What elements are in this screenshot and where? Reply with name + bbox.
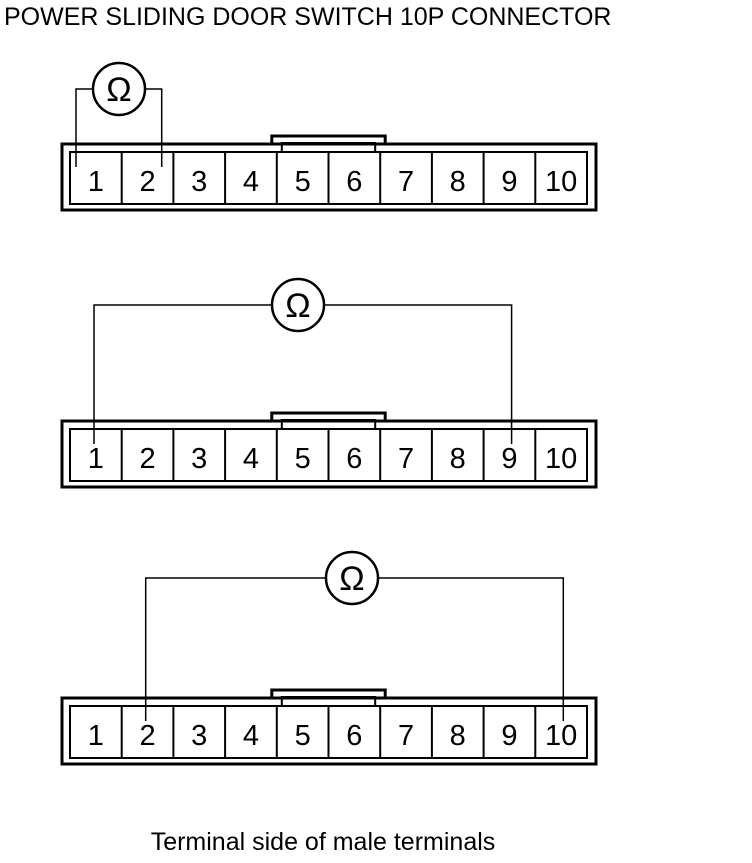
- terminal-10: 10: [545, 443, 577, 475]
- ohmmeter-circle: [324, 550, 380, 606]
- locking-tab: [270, 411, 387, 422]
- terminal-6: 6: [346, 166, 362, 198]
- ohmmeter-circle: [270, 277, 326, 333]
- terminal-2: 2: [139, 443, 155, 475]
- terminal-4: 4: [243, 720, 259, 752]
- terminal-6: 6: [346, 720, 362, 752]
- terminal-1: 1: [88, 720, 104, 752]
- probe-wire-from-terminal-1: [75, 88, 93, 167]
- probe-wire-to-terminal-2: [145, 88, 163, 167]
- probe-wire-to-terminal-9: [324, 304, 513, 444]
- terminal-7: 7: [398, 443, 414, 475]
- continuity-test-1: 1 2 3 4 5 6 7 8 9 10 Ω: [60, 61, 598, 212]
- diagram-caption: Terminal side of male terminals: [151, 828, 496, 856]
- probe-wire-to-terminal-10: [378, 577, 565, 721]
- ohmmeter-circle: [91, 61, 147, 117]
- terminal-2: 2: [139, 720, 155, 752]
- diagram-title: POWER SLIDING DOOR SWITCH 10P CONNECTOR: [4, 3, 611, 31]
- ohmmeter: Ω: [91, 61, 147, 117]
- terminal-4: 4: [243, 443, 259, 475]
- terminal-1: 1: [88, 166, 104, 198]
- terminal-3: 3: [191, 443, 207, 475]
- ohm-symbol: Ω: [106, 71, 131, 109]
- continuity-test-2: 1 2 3 4 5 6 7 8 9 10 Ω: [60, 277, 598, 489]
- ohmmeter: Ω: [324, 550, 380, 606]
- terminal-9: 9: [501, 720, 517, 752]
- terminal-7: 7: [398, 166, 414, 198]
- terminal-2: 2: [139, 166, 155, 198]
- terminal-9: 9: [501, 443, 517, 475]
- terminal-8: 8: [450, 166, 466, 198]
- terminal-8: 8: [450, 443, 466, 475]
- probe-wire-from-terminal-2: [144, 577, 326, 721]
- connector-housing: 1 2 3 4 5 6 7 8 9 10: [60, 688, 598, 766]
- terminal-3: 3: [191, 720, 207, 752]
- terminal-9: 9: [501, 166, 517, 198]
- terminal-10: 10: [545, 166, 577, 198]
- locking-tab: [270, 134, 387, 145]
- terminal-10: 10: [545, 720, 577, 752]
- terminal-5: 5: [295, 720, 311, 752]
- probe-wire-from-terminal-1: [93, 304, 272, 444]
- continuity-test-3: 1 2 3 4 5 6 7 8 9 10 Ω: [60, 550, 598, 766]
- locking-tab: [270, 688, 387, 699]
- terminal-1: 1: [88, 443, 104, 475]
- terminal-5: 5: [295, 166, 311, 198]
- terminal-6: 6: [346, 443, 362, 475]
- terminal-3: 3: [191, 166, 207, 198]
- terminal-8: 8: [450, 720, 466, 752]
- ohm-symbol: Ω: [285, 287, 310, 325]
- terminal-7: 7: [398, 720, 414, 752]
- connector-housing: 1 2 3 4 5 6 7 8 9 10: [60, 134, 598, 212]
- ohmmeter: Ω: [270, 277, 326, 333]
- connector-housing: 1 2 3 4 5 6 7 8 9 10: [60, 411, 598, 489]
- terminal-4: 4: [243, 166, 259, 198]
- terminal-5: 5: [295, 443, 311, 475]
- ohm-symbol: Ω: [339, 560, 364, 598]
